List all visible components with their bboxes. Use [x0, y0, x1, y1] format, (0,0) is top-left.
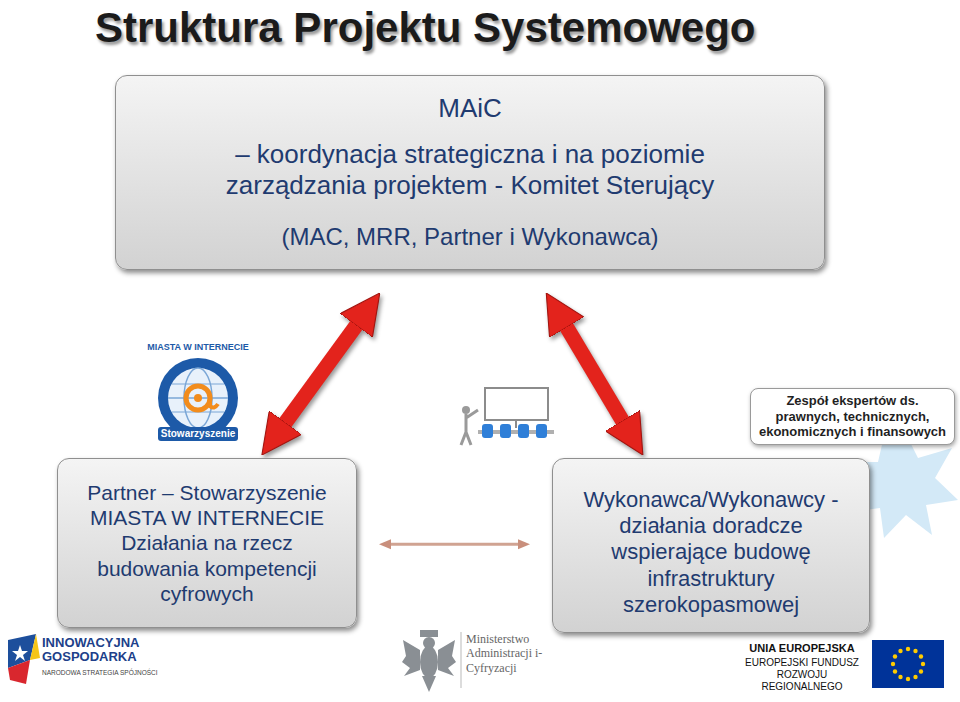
ministry-name: Ministerstwo Administracji i-Cyfryzacji	[466, 632, 548, 675]
program-logo-subtext: NARODOWA STRATEGIA SPÓJNOŚCI	[42, 669, 192, 676]
eagle-crown	[420, 630, 438, 637]
flag-field	[872, 640, 944, 688]
logo-ring	[158, 358, 238, 438]
logo-shape	[30, 634, 40, 660]
eagle-body	[420, 646, 438, 678]
eu-text: UNIA EUROPEJSKA	[736, 642, 868, 655]
flag-star	[893, 669, 897, 673]
association-logo	[158, 358, 238, 438]
flag-star	[893, 654, 897, 658]
program-logo-text: INNOWACYJNA GOSPODARKA	[42, 636, 160, 663]
chair	[500, 424, 511, 438]
box-heading: Partner – Stowarzyszenie MIASTA W INTERN…	[68, 480, 346, 530]
double-arrow	[283, 322, 359, 426]
callout-text: Zespół ekspertów ds. prawnych, techniczn…	[757, 393, 948, 440]
presenter-figure	[461, 410, 478, 445]
eagle-tail	[422, 676, 436, 692]
expert-callout: Zespół ekspertów ds. prawnych, techniczn…	[750, 388, 955, 445]
logo-shape	[8, 660, 30, 684]
eu-flag	[872, 640, 944, 688]
logo-star	[12, 645, 28, 661]
flag-star	[913, 675, 917, 679]
chair	[482, 424, 493, 438]
meeting-icon	[461, 388, 554, 445]
flag-star	[906, 647, 910, 651]
flag-star	[891, 662, 895, 666]
logo-text: MIASTA W INTERNECIE	[143, 342, 253, 352]
contractor-box: Wykonawca/Wykonawcy - działania doradcze…	[552, 458, 870, 633]
eu-fund-text: EUROPEJSKI FUNDUSZ ROZWOJU REGIONALNEGO	[736, 657, 868, 693]
flag-star	[898, 675, 902, 679]
flag-star	[919, 654, 923, 658]
flag-star	[906, 677, 910, 681]
logo-ribbon-text: Stowarzyszenie	[158, 427, 238, 441]
box-text: – koordynacja strategiczna i na poziomie…	[180, 139, 760, 201]
box-text: (MAC, MRR, Partner i Wykonawca)	[281, 223, 658, 252]
logo-at-sign	[194, 394, 202, 402]
logo-at-sign	[186, 386, 210, 410]
separator-line	[461, 632, 462, 688]
logo-meridian	[184, 368, 212, 428]
logo-globe	[168, 368, 228, 428]
presenter-figure	[462, 406, 470, 414]
whiteboard	[485, 388, 548, 420]
chair	[518, 424, 529, 438]
eagle-wing	[438, 640, 456, 676]
box-heading: Wykonawca/Wykonawcy - działania doradcze…	[565, 487, 857, 619]
chair	[536, 424, 547, 438]
box-heading: MAiC	[438, 93, 502, 124]
slide-title: Struktura Projektu Systemowego	[95, 4, 756, 52]
whiteboard-stand	[515, 420, 517, 428]
flag-star	[898, 649, 902, 653]
eagle-emblem	[402, 630, 456, 692]
flag-star	[913, 649, 917, 653]
partner-box: Partner – Stowarzyszenie MIASTA W INTERN…	[57, 458, 357, 628]
box-text: Działania na rzecz budowania kompetencji…	[68, 530, 346, 606]
ig-logo-mark	[8, 634, 40, 684]
link-line	[389, 543, 520, 546]
flag-star	[919, 669, 923, 673]
flag-star	[921, 662, 925, 666]
steering-box: MAiC – koordynacja strategiczna i na pozi…	[115, 75, 825, 270]
logo-shape	[8, 634, 36, 668]
double-arrow	[564, 323, 624, 424]
eagle-wing	[402, 640, 420, 676]
logo-at-sign	[210, 398, 218, 408]
